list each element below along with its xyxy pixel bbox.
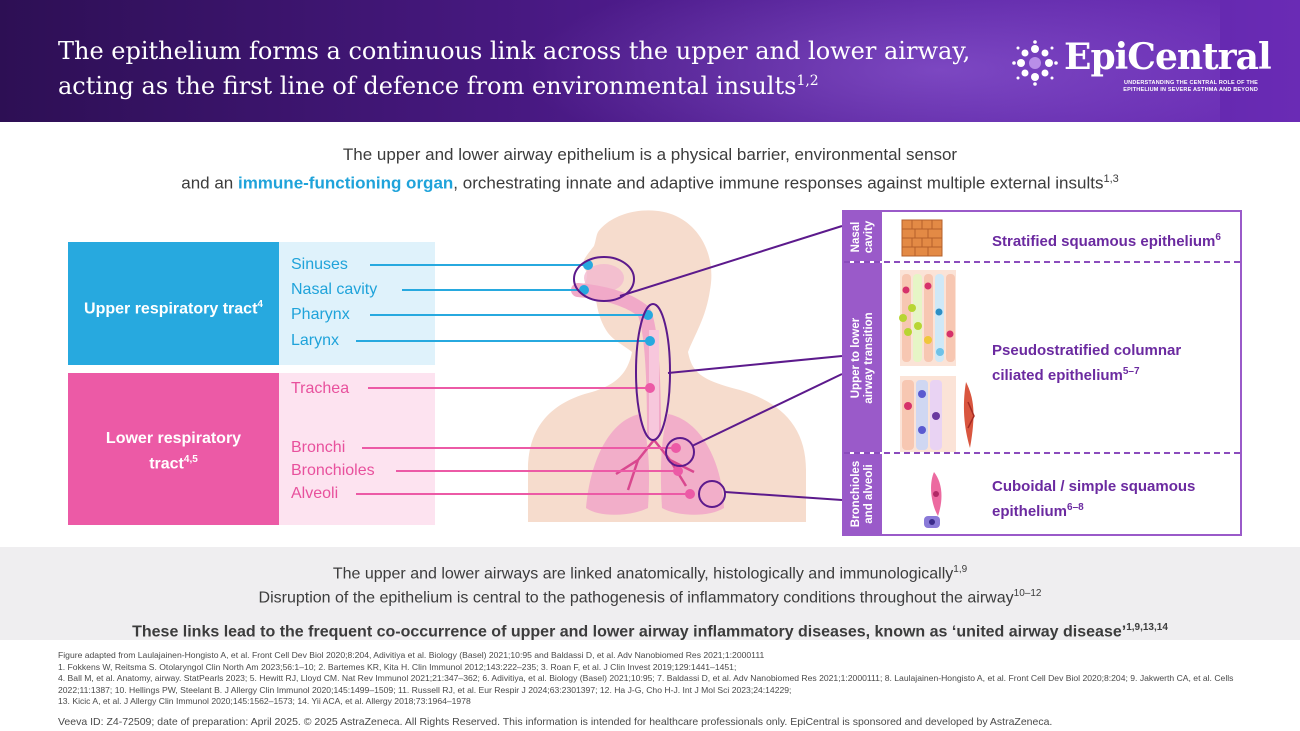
- references: Figure adapted from Laulajainen-Hongisto…: [58, 650, 1248, 708]
- item-bronchioles: Bronchioles: [291, 462, 375, 479]
- strip-transition-line1: Upper to lower: [850, 317, 862, 398]
- upper-tract-label: Upper respiratory tract4: [68, 294, 279, 319]
- summary-line3-sup: 1,9,13,14: [1126, 621, 1168, 633]
- lower-tract-label-line1: Lower respiratory: [105, 430, 242, 447]
- logo-tagline: UNDERSTANDING THE CENTRAL ROLE OF THE EP…: [1108, 80, 1258, 94]
- intro-text: The upper and lower airway epithelium is…: [0, 143, 1300, 196]
- label-pseudo-line2: ciliated epithelium: [992, 367, 1123, 384]
- item-trachea: Trachea: [291, 380, 350, 397]
- intro-line1: The upper and lower airway epithelium is…: [342, 145, 958, 164]
- header-banner: The epithelium forms a continuous link a…: [0, 0, 1300, 122]
- reference-source: Figure adapted from Laulajainen-Hongisto…: [58, 650, 765, 660]
- panel-divider-1: [844, 261, 1240, 263]
- label-pseudostratified: Pseudostratified columnar ciliated epithe…: [992, 340, 1181, 386]
- strip-transition-line2: airway transition: [863, 311, 875, 404]
- label-pseudo-line1: Pseudostratified columnar: [992, 342, 1182, 359]
- strip-nasal-line2: cavity: [863, 220, 875, 253]
- reference-line: 13. Kicic A, et al. J Allergy Clin Immun…: [58, 696, 471, 706]
- intro-highlight: immune-functioning organ: [237, 173, 454, 193]
- intro-line2-pre: and an: [181, 173, 238, 193]
- summary-band: The upper and lower airways are linked a…: [0, 547, 1300, 640]
- pseudostratified-cells: [899, 270, 975, 452]
- label-pseudo-sup: 5–7: [1122, 366, 1140, 377]
- lower-tract-label: Lower respiratory tract4,5: [68, 428, 279, 474]
- epicentral-logo: EpiCentral UNDERSTANDING THE CENTRAL ROL…: [1012, 36, 1272, 100]
- header-glow: [520, 0, 1220, 122]
- summary-line3: These links lead to the frequent co-occu…: [0, 618, 1300, 642]
- item-pharynx: Pharynx: [291, 306, 350, 323]
- item-nasal-cavity: Nasal cavity: [291, 281, 378, 298]
- strip-bronchioles-line2: and alveoli: [863, 464, 875, 524]
- upper-tract-box: Upper respiratory tract4: [68, 242, 279, 365]
- stratified-squamous-cells: [901, 219, 943, 257]
- summary-line2: Disruption of the epithelium is central …: [0, 584, 1300, 608]
- upper-tract-label-text: Upper respiratory tract: [84, 300, 258, 318]
- label-stratified-sup: 6: [1215, 232, 1221, 243]
- footer-disclaimer: Veeva ID: Z4-72509; date of preparation:…: [58, 716, 1053, 728]
- label-cuboidal-line2: epithelium: [992, 503, 1068, 520]
- cuboidal-cells: [924, 472, 942, 528]
- strip-nasal-line1: Nasal: [850, 221, 862, 252]
- title-superscript: 1,2: [796, 73, 819, 89]
- intro-line2: and an immune-functioning organ, orchest…: [0, 167, 1300, 196]
- title-line1: The epithelium forms a continuous link a…: [58, 37, 971, 65]
- body-silhouette: [528, 210, 806, 522]
- intro-line2-post: , orchestrating innate and adaptive immu…: [453, 173, 1104, 193]
- label-cuboidal-sup: 6–8: [1067, 502, 1084, 513]
- panel-divider-2: [844, 452, 1240, 454]
- reference-line: 4. Ball M, et al. Anatomy, airway. StatP…: [58, 673, 1234, 695]
- cell-illustrations: [899, 219, 975, 528]
- right-lung: [660, 414, 724, 515]
- summary-line2-sup: 10–12: [1013, 588, 1042, 600]
- intro-superscript: 1,3: [1103, 173, 1119, 185]
- upper-tract-sup: 4: [257, 299, 263, 310]
- item-alveoli: Alveoli: [291, 485, 339, 502]
- logo-tagline-line2: EPITHELIUM IN SEVERE ASTHMA AND BEYOND: [1123, 87, 1258, 93]
- label-stratified-squamous: Stratified squamous epithelium6: [992, 227, 1221, 252]
- epithelium-cells-icon: [1012, 40, 1058, 86]
- item-bronchi: Bronchi: [291, 439, 346, 456]
- lower-tract-list: [279, 373, 435, 525]
- logo-tagline-line1: UNDERSTANDING THE CENTRAL ROLE OF THE: [1123, 80, 1258, 86]
- summary-line1: The upper and lower airways are linked a…: [0, 560, 1300, 584]
- reference-line: 1. Fokkens W, Reitsma S. Otolaryngol Cli…: [58, 661, 737, 672]
- title-line2: acting as the first line of defence from…: [58, 72, 797, 100]
- summary-line3-text: These links lead to the frequent co-occu…: [132, 622, 1127, 640]
- summary-line1-sup: 1,9: [953, 564, 968, 575]
- airway-tube: [571, 283, 661, 439]
- bronchial-tree: [615, 439, 695, 491]
- item-sinuses: Sinuses: [291, 256, 348, 273]
- page-title: The epithelium forms a continuous link a…: [58, 36, 988, 101]
- summary-line1-text: The upper and lower airways are linked a…: [332, 565, 954, 583]
- upper-tract-list: [279, 242, 435, 365]
- item-larynx: Larynx: [291, 332, 340, 349]
- lower-tract-sup: 4,5: [183, 454, 198, 465]
- lower-tract-label-line2: tract: [149, 455, 184, 473]
- summary-line2-text: Disruption of the epithelium is central …: [258, 589, 1014, 607]
- strip-bronchioles-line1: Bronchioles: [850, 460, 862, 528]
- label-cuboidal-line1: Cuboidal / simple squamous: [992, 478, 1196, 495]
- label-stratified-line1: Stratified squamous epithelium: [992, 233, 1216, 250]
- logo-wordmark: EpiCentral: [1064, 36, 1272, 78]
- lower-tract-box: Lower respiratory tract4,5: [68, 373, 279, 525]
- label-cuboidal: Cuboidal / simple squamous epithelium6–8: [992, 476, 1195, 522]
- left-lung: [586, 414, 650, 515]
- sinus-region: [584, 264, 624, 292]
